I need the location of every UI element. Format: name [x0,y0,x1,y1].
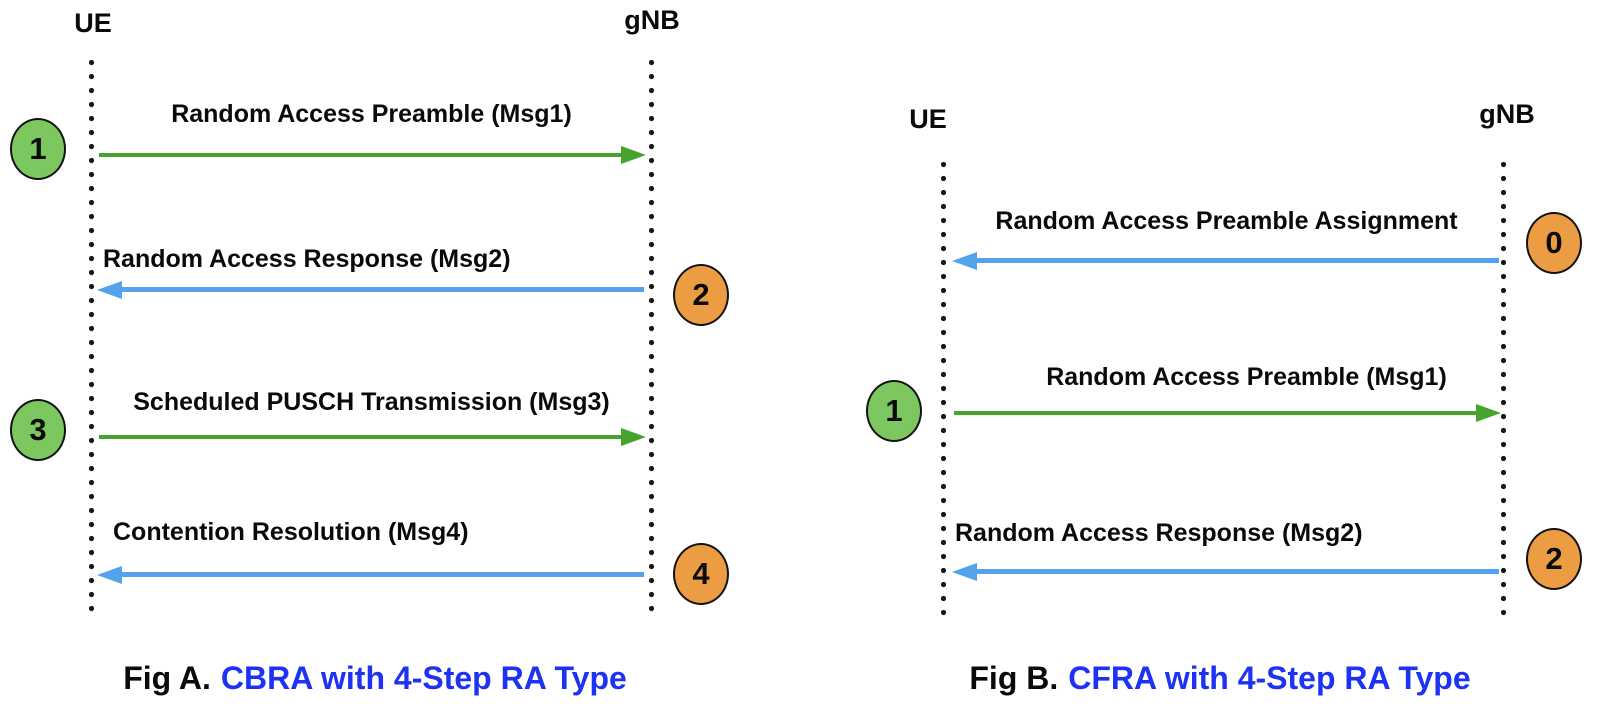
arrowhead-icon [1476,404,1501,422]
figure-caption-b: Fig B.CFRA with 4-Step RA Type [935,660,1505,697]
caption-prefix: Fig B. [969,660,1059,696]
message-label-msg4: Contention Resolution (Msg4) [113,518,469,546]
message-label-msg3: Scheduled PUSCH Transmission (Msg3) [133,388,610,416]
actor-label-gnb: gNB [1479,99,1535,129]
message-label-msg0: Random Access Preamble Assignment [995,207,1458,235]
message-label-msg1: Random Access Preamble (Msg1) [1046,363,1447,391]
downlink-arrow-msg0 [952,252,1501,270]
uplink-arrow-msg3 [97,428,646,446]
downlink-arrow-msg2 [97,281,646,299]
downlink-arrow-msg4 [97,566,646,584]
arrow-line [99,435,628,439]
step-badge-1: 1 [866,380,922,442]
caption-prefix: Fig A. [123,660,211,696]
step-badge-2: 2 [1526,528,1582,590]
arrowhead-icon [621,146,646,164]
arrow-line [954,411,1483,415]
step-badge-4: 4 [673,543,729,605]
downlink-arrow-msg2 [952,563,1501,581]
arrowhead-icon [621,428,646,446]
message-label-msg2: Random Access Response (Msg2) [103,245,511,273]
arrowhead-icon [952,252,977,270]
actor-label-gnb: gNB [624,5,680,35]
step-badge-0: 0 [1526,212,1582,274]
arrowhead-icon [97,566,122,584]
arrow-line [115,572,644,577]
ue-lifeline [941,162,946,620]
actor-label-ue: UE [74,8,112,38]
caption-title: CFRA with 4-Step RA Type [1068,660,1471,696]
caption-title: CBRA with 4-Step RA Type [220,660,627,696]
uplink-arrow-msg1 [97,146,646,164]
gnb-lifeline [1501,162,1506,618]
ue-lifeline [89,60,94,620]
step-badge-2: 2 [673,264,729,326]
message-label-msg1: Random Access Preamble (Msg1) [171,100,572,128]
step-badge-1: 1 [10,118,66,180]
figure-caption-a: Fig A.CBRA with 4-Step RA Type [75,660,675,697]
arrow-line [970,258,1499,263]
message-label-msg2: Random Access Response (Msg2) [955,519,1363,547]
arrow-line [99,153,628,157]
actor-label-ue: UE [909,104,947,134]
uplink-arrow-msg1 [952,404,1501,422]
arrowhead-icon [952,563,977,581]
arrow-line [970,569,1499,574]
gnb-lifeline [649,60,654,620]
arrowhead-icon [97,281,122,299]
step-badge-3: 3 [10,399,66,461]
arrow-line [115,287,644,292]
